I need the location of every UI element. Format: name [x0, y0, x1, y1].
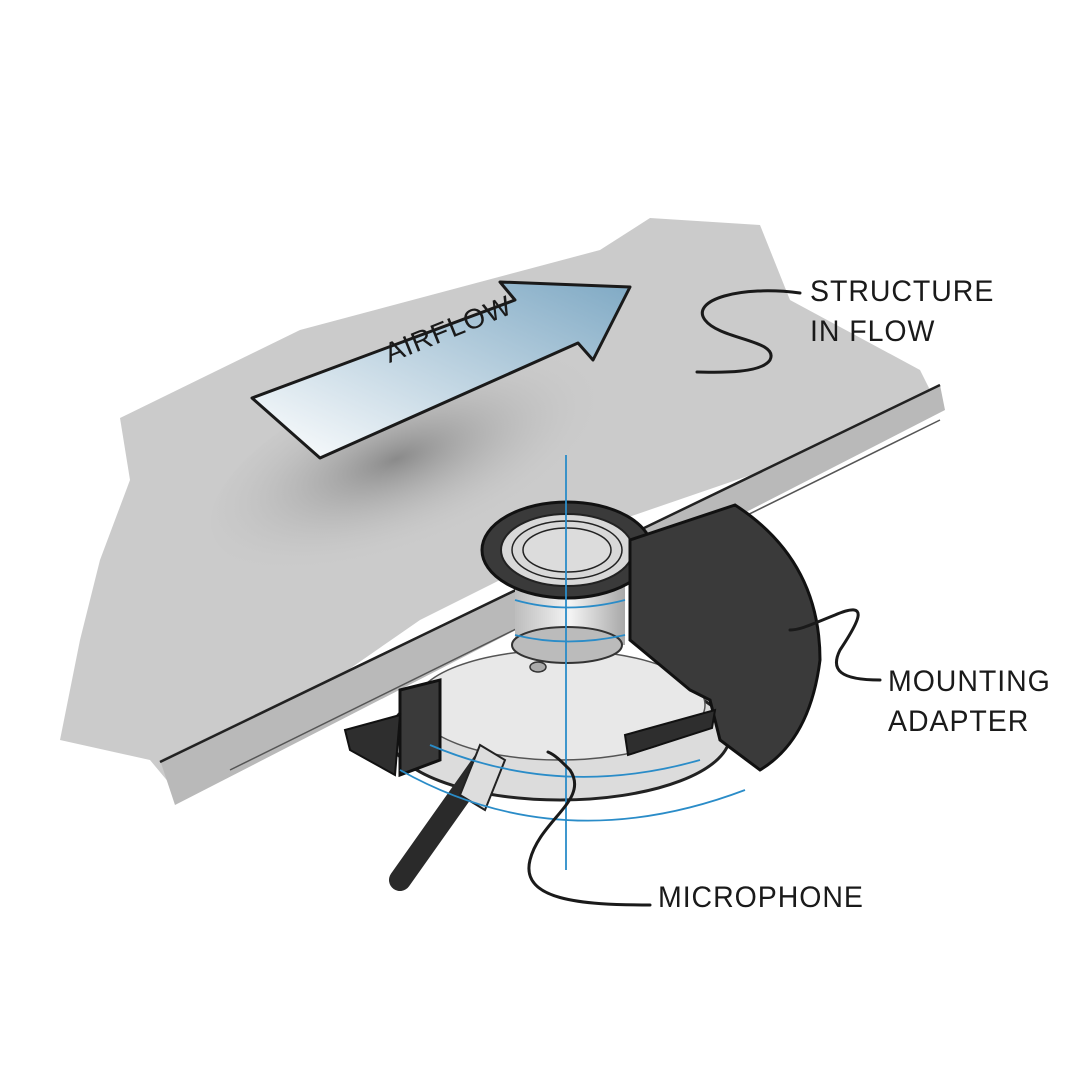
mounting-label-line2: ADAPTER [888, 705, 1030, 738]
structure-label: STRUCTURE IN FLOW [810, 272, 994, 352]
mounting-label-line1: MOUNTING [888, 665, 1051, 698]
guide-lines [399, 455, 746, 870]
mounting-adapter [343, 503, 822, 778]
microphone-label: MICROPHONE [658, 881, 864, 914]
mounting-adapter-label: MOUNTING ADAPTER [888, 662, 1051, 742]
structure-label-line1: STRUCTURE [810, 275, 995, 308]
structure-label-line2: IN FLOW [810, 315, 936, 348]
leader-lines [527, 289, 882, 907]
airflow-arrow [250, 280, 632, 460]
microphone-cable [389, 743, 507, 891]
